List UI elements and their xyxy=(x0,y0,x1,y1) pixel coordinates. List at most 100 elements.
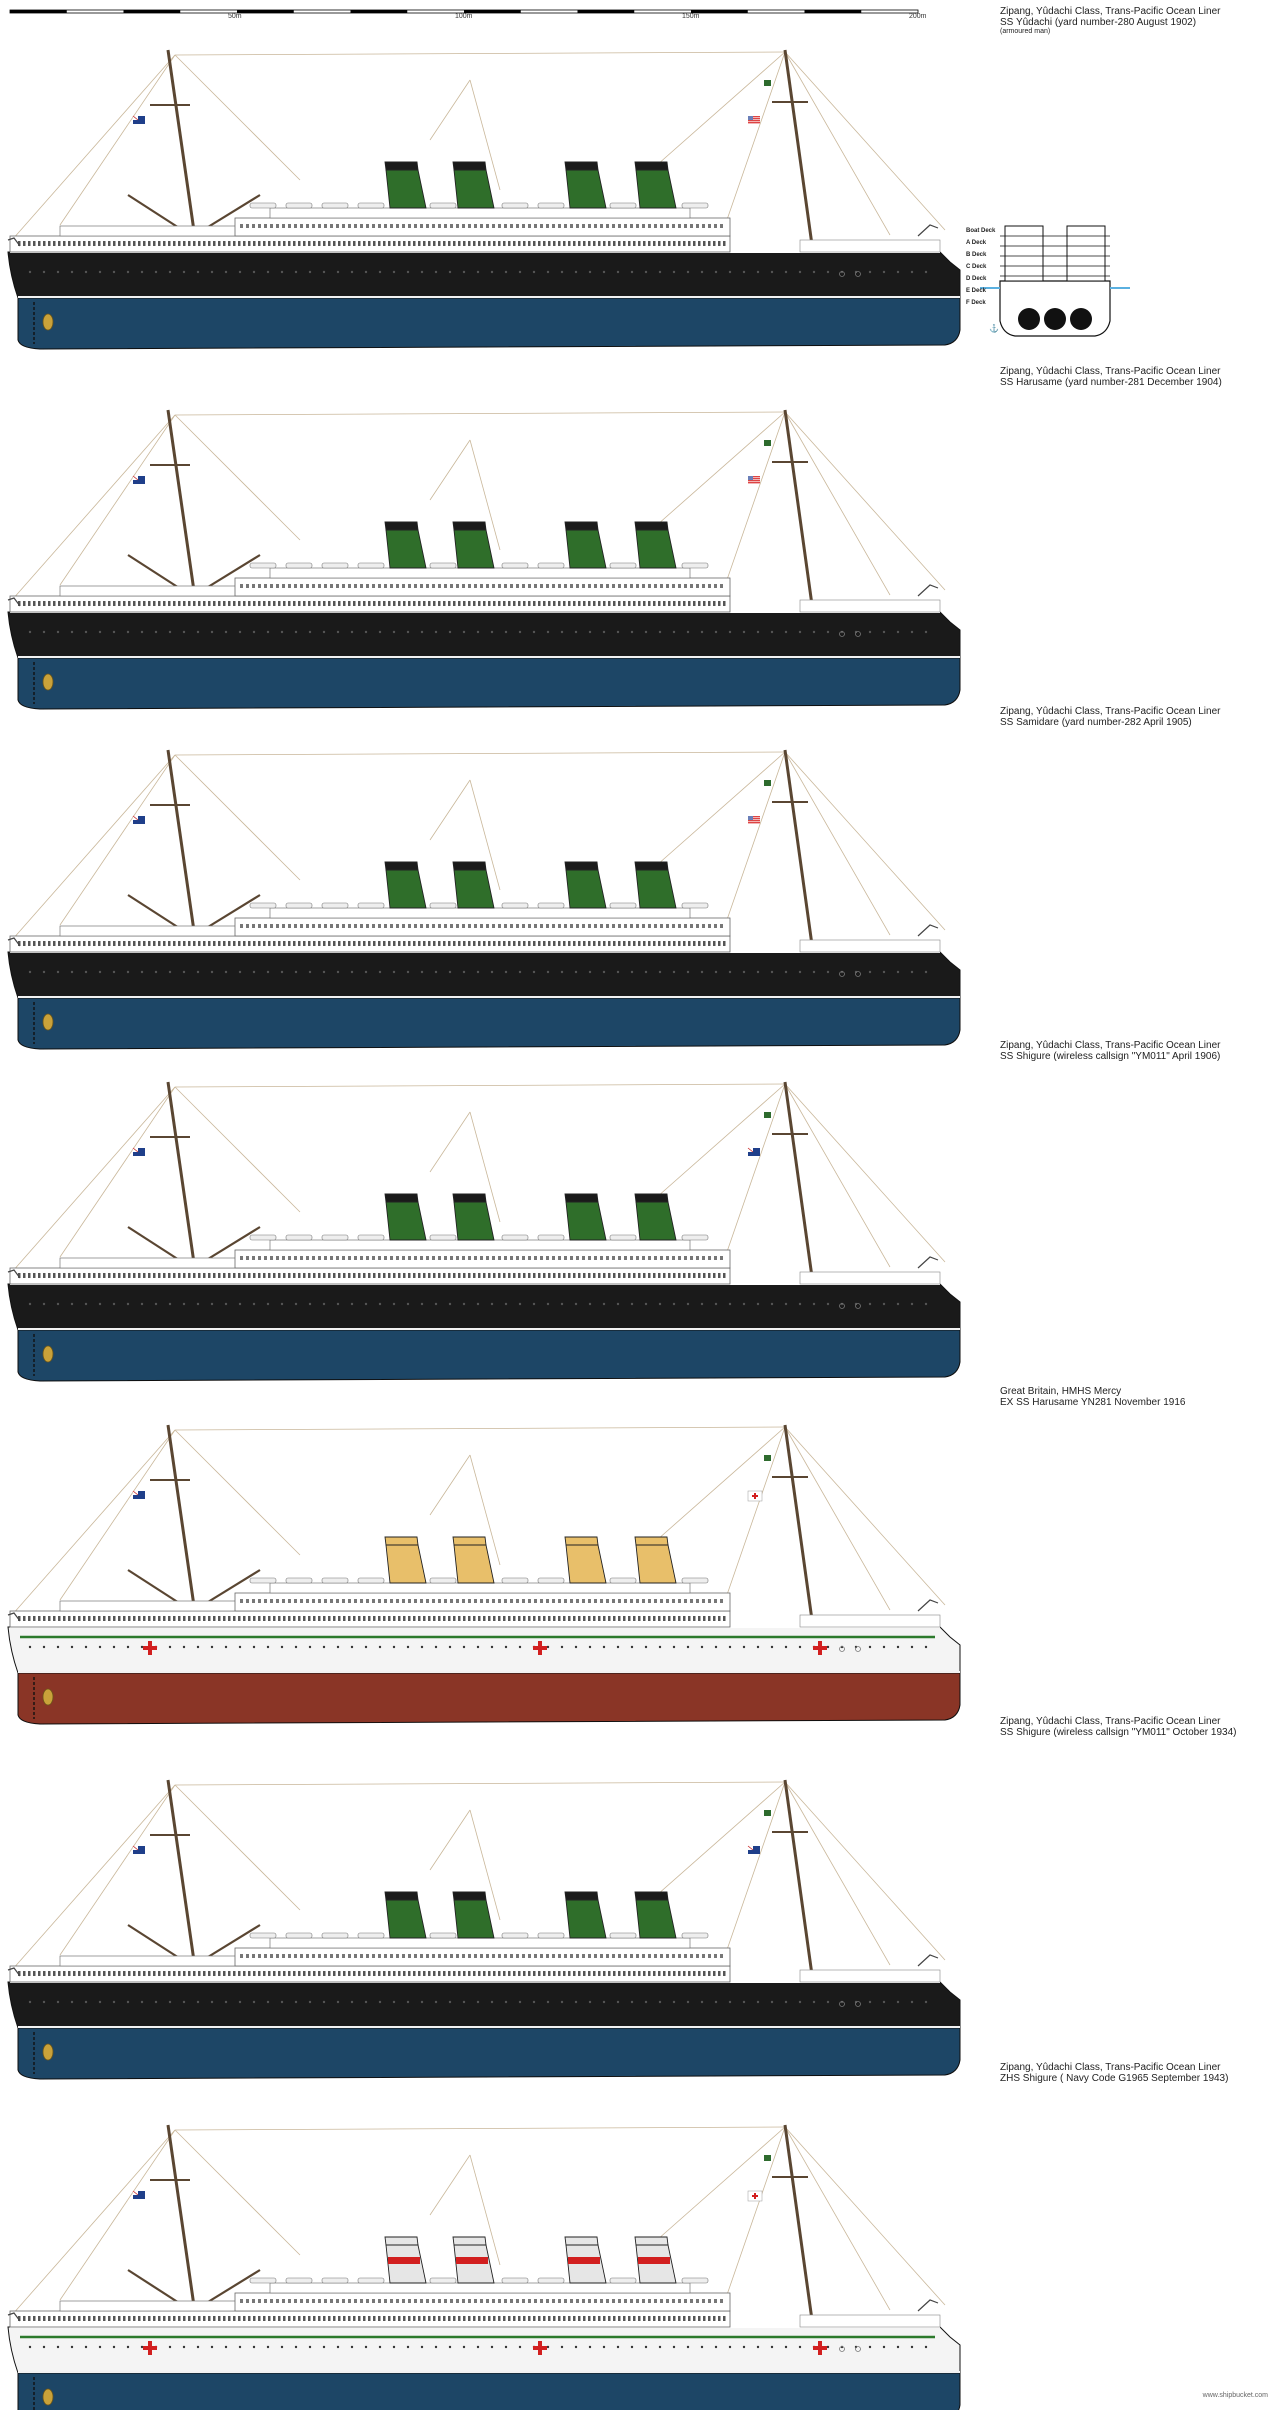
blue-ensign-flag xyxy=(133,476,145,484)
window xyxy=(714,584,717,588)
porthole xyxy=(756,2345,760,2349)
window xyxy=(133,601,136,606)
window xyxy=(414,2299,417,2303)
window xyxy=(183,941,186,946)
window xyxy=(306,1256,309,1260)
window xyxy=(398,1273,401,1278)
window xyxy=(518,1273,521,1278)
window xyxy=(18,1616,21,1621)
lifeboats xyxy=(249,1577,709,1584)
window xyxy=(606,1256,609,1260)
window xyxy=(353,941,356,946)
window xyxy=(540,584,543,588)
window xyxy=(354,584,357,588)
window xyxy=(273,2316,276,2321)
window xyxy=(218,2316,221,2321)
lifeboat xyxy=(537,2277,565,2284)
window xyxy=(318,584,321,588)
window xyxy=(648,224,651,228)
window xyxy=(208,2316,211,2321)
porthole xyxy=(686,630,690,634)
window xyxy=(300,924,303,928)
porthole xyxy=(644,2345,648,2349)
propeller xyxy=(42,1688,54,1706)
window xyxy=(558,241,561,246)
hull-red-cross-h xyxy=(813,2346,827,2350)
porthole xyxy=(378,1302,382,1306)
window xyxy=(312,584,315,588)
window xyxy=(123,2316,126,2321)
window xyxy=(453,2316,456,2321)
window xyxy=(443,1273,446,1278)
window xyxy=(283,601,286,606)
window xyxy=(388,1971,391,1976)
window xyxy=(523,241,526,246)
window xyxy=(423,1616,426,1621)
window xyxy=(458,601,461,606)
window xyxy=(548,1971,551,1976)
window xyxy=(636,1954,639,1958)
window xyxy=(348,584,351,588)
window xyxy=(238,1971,241,1976)
window xyxy=(188,601,191,606)
window xyxy=(618,1273,621,1278)
funnel-1 xyxy=(384,2236,427,2284)
window xyxy=(684,224,687,228)
rigging-line xyxy=(11,1086,176,1273)
window xyxy=(486,2299,489,2303)
window xyxy=(113,241,116,246)
window xyxy=(360,1256,363,1260)
window xyxy=(438,1971,441,1976)
window xyxy=(388,1616,391,1621)
porthole xyxy=(182,1645,186,1649)
porthole xyxy=(434,1302,438,1306)
window xyxy=(703,1971,706,1976)
window xyxy=(298,1616,301,1621)
window xyxy=(368,1273,371,1278)
window xyxy=(58,241,61,246)
porthole xyxy=(728,1645,732,1649)
window xyxy=(672,2299,675,2303)
window xyxy=(263,601,266,606)
funnel-3 xyxy=(564,1536,607,1584)
window xyxy=(343,1616,346,1621)
window xyxy=(18,601,21,606)
window xyxy=(660,924,663,928)
porthole xyxy=(196,630,200,634)
window xyxy=(208,1273,211,1278)
window-rows xyxy=(18,1954,726,1976)
window xyxy=(672,1256,675,1260)
window xyxy=(660,1256,663,1260)
porthole xyxy=(742,1302,746,1306)
porthole xyxy=(630,630,634,634)
porthole xyxy=(154,2000,158,2004)
window xyxy=(528,1273,531,1278)
window xyxy=(342,1599,345,1603)
porthole xyxy=(294,1645,298,1649)
window xyxy=(240,2299,243,2303)
window xyxy=(366,1256,369,1260)
window xyxy=(393,2316,396,2321)
window xyxy=(396,1599,399,1603)
window xyxy=(673,1971,676,1976)
propeller xyxy=(42,313,54,331)
window xyxy=(608,601,611,606)
funnel-body xyxy=(453,869,495,909)
window xyxy=(654,2299,657,2303)
porthole xyxy=(770,1302,774,1306)
window xyxy=(588,941,591,946)
porthole xyxy=(112,630,116,634)
window xyxy=(118,1616,121,1621)
funnel-4 xyxy=(634,1891,677,1939)
funnel-top xyxy=(384,521,419,531)
window xyxy=(303,1616,306,1621)
porthole xyxy=(532,270,536,274)
window xyxy=(323,941,326,946)
porthole xyxy=(658,630,662,634)
window xyxy=(383,601,386,606)
window xyxy=(303,1273,306,1278)
window xyxy=(388,241,391,246)
window xyxy=(603,1616,606,1621)
porthole xyxy=(84,1645,88,1649)
window xyxy=(462,2299,465,2303)
